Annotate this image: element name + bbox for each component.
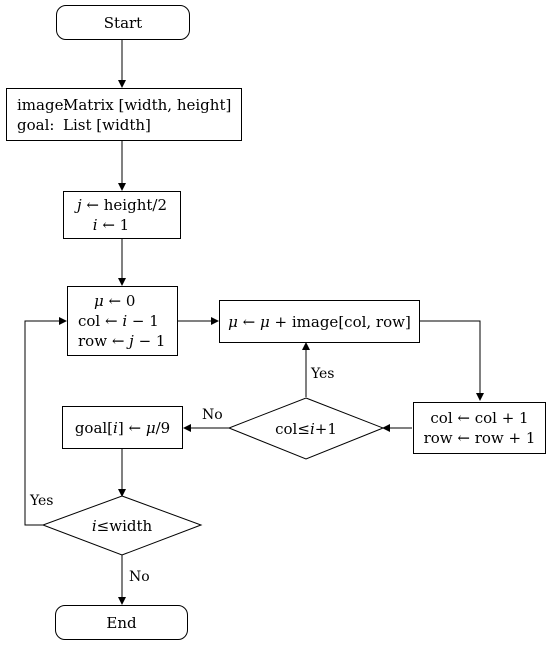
goal-mid: ] ← <box>117 418 146 437</box>
image-declaration: image:Matrix [width, height] <box>17 95 231 115</box>
j-assignment: j ← height/2 <box>77 195 167 215</box>
accum-rest: + image[col, row] <box>269 312 411 331</box>
image-type: Matrix [width, height] <box>63 95 232 114</box>
decision-i-diamond <box>41 495 203 556</box>
accumulate-expression: μ ← μ + image[col, row] <box>228 312 411 332</box>
row-reset: row ← j − 1 <box>78 331 165 351</box>
no-label-left: No <box>202 407 223 423</box>
end-terminal: End <box>55 605 188 640</box>
row-j-var: j <box>129 332 134 350</box>
row-increment: row ← row + 1 <box>423 429 536 447</box>
col-arrow: ← <box>100 312 123 330</box>
init-indices-box: j ← height/2 i ← 1 <box>63 191 181 239</box>
i-assignment: i ← 1 <box>93 215 151 235</box>
row-rest: − 1 <box>133 332 166 350</box>
goal-post: /9 <box>155 418 171 437</box>
goal-mu: μ <box>145 418 156 437</box>
start-terminal: Start <box>56 5 190 40</box>
col-reset: col ← i − 1 <box>78 311 159 331</box>
accum-arrow: ← <box>237 312 261 331</box>
col-i-var: i <box>122 312 128 330</box>
accumulate-box: μ ← μ + image[col, row] <box>219 300 420 343</box>
image-label: image: <box>17 95 69 114</box>
end-label: End <box>106 613 137 632</box>
edge-cond-i-yes-loop <box>24 317 67 526</box>
cond-i-var: i <box>91 516 97 535</box>
reset-box: μ ← 0 col ← i − 1 row ← j − 1 <box>67 286 178 356</box>
goal-label: goal: <box>17 115 55 134</box>
decision-i-text: i≤width <box>43 496 201 555</box>
decision-col-text: col≤i+1 <box>229 398 383 459</box>
yes-label-up: Yes <box>311 366 335 382</box>
goal-pre: goal[ <box>74 418 114 437</box>
declaration-box: image:Matrix [width, height] goal: List [… <box>6 88 242 141</box>
cond-col-post: +1 <box>314 419 337 438</box>
mu-var: μ <box>94 292 104 310</box>
goal-assign-box: goal[i] ← μ/9 <box>62 406 183 449</box>
edge-accum-to-incr <box>420 320 484 401</box>
j-var: j <box>77 196 82 214</box>
goal-declaration: goal: List [width] <box>17 115 151 135</box>
row-var: row <box>78 332 108 350</box>
mu-reset: μ ← 0 <box>78 291 135 311</box>
mu-rhs: μ <box>260 312 270 331</box>
col-rest: − 1 <box>127 312 159 330</box>
yes-label-loop: Yes <box>30 493 54 509</box>
goal-i: i <box>113 418 118 437</box>
cond-col-i: i <box>309 419 315 438</box>
no-label-down: No <box>129 569 150 585</box>
cond-col-pre: col≤ <box>275 419 310 438</box>
decision-col-diamond <box>227 397 385 460</box>
col-var: col <box>78 312 101 330</box>
goal-assign-expression: goal[i] ← μ/9 <box>75 418 170 438</box>
col-increment: col ← col + 1 <box>430 409 529 427</box>
j-expr: ← height/2 <box>81 196 167 214</box>
goal-type: List [width] <box>63 115 151 134</box>
i-expr: ← 1 <box>97 216 130 234</box>
cond-i-post: ≤width <box>96 516 153 535</box>
mu-expr: ← 0 <box>103 292 136 310</box>
increment-box: col ← col + 1 row ← row + 1 <box>413 402 546 454</box>
row-arrow: ← <box>107 332 130 350</box>
start-label: Start <box>103 13 143 32</box>
i-var: i <box>92 216 98 234</box>
mu-lhs: μ <box>228 312 238 331</box>
